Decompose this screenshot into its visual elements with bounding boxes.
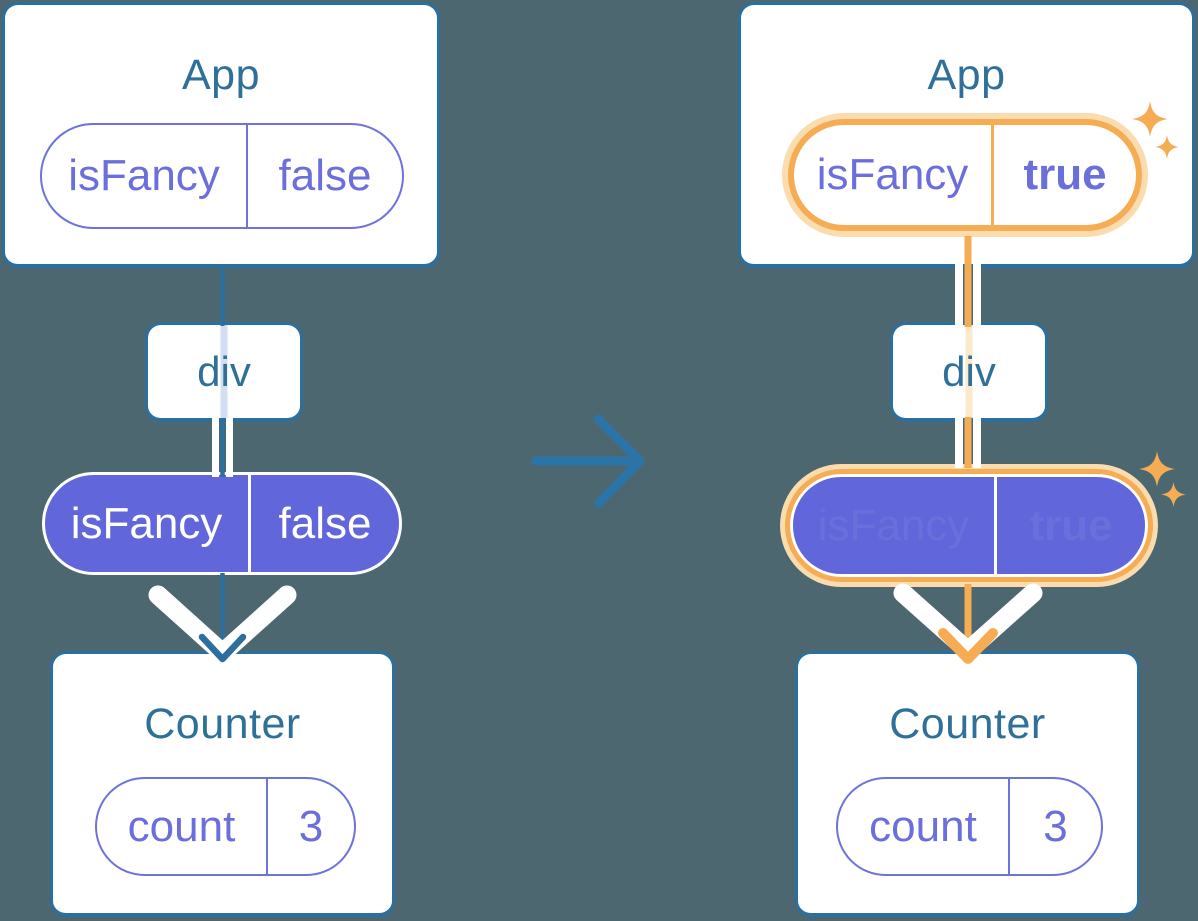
app-state-pill-before: isFancy false [40, 123, 404, 229]
state-key: count [838, 779, 1010, 874]
state-key: isFancy [794, 125, 994, 225]
prop-flow-chevron [893, 583, 1043, 661]
state-key: count [97, 779, 268, 874]
state-key: isFancy [42, 125, 248, 227]
right-arrow-icon [531, 414, 645, 508]
prop-flow-chevron [148, 585, 297, 663]
highlight-ring: isFancy true [785, 469, 1153, 582]
prop-pill-after-highlighted: isFancy true [780, 464, 1158, 587]
state-value: true [1023, 150, 1107, 199]
div-label: div [942, 347, 996, 395]
prop-value: false [278, 498, 372, 548]
sparkle-icon [1161, 482, 1186, 507]
highlight-ring: isFancy true [788, 119, 1142, 231]
sparkle-icon [1139, 451, 1175, 487]
prop-trace-line [965, 325, 973, 418]
app-box-before: App isFancy false [2, 2, 440, 268]
div-node-before: div [145, 322, 303, 422]
counter-title: Counter [889, 700, 1046, 748]
div-label: div [197, 347, 251, 395]
sparkle-icon [1155, 135, 1179, 159]
app-title: App [927, 51, 1006, 99]
app-title: App [181, 51, 260, 99]
app-state-pill-after-highlighted: isFancy true [782, 113, 1148, 237]
prop-key: isFancy [793, 477, 997, 574]
state-value: false [278, 151, 372, 200]
prop-pill: isFancy true [793, 477, 1145, 574]
arrow-head [593, 414, 645, 508]
prop-pill-before: isFancy false [42, 472, 402, 575]
counter-state-pill-before: count 3 [95, 777, 356, 876]
edges-after [893, 236, 1043, 664]
prop-trace-line [220, 325, 228, 418]
prop-value: true [1029, 500, 1113, 550]
state-value: 3 [298, 801, 324, 851]
div-node-after: div [890, 322, 1048, 422]
counter-state-pill-after: count 3 [836, 777, 1103, 876]
sparkle-icon [1132, 101, 1168, 137]
state-value: 3 [1043, 801, 1068, 851]
counter-box-before: Counter count 3 [50, 651, 395, 917]
counter-title: Counter [144, 700, 301, 748]
prop-key: isFancy [45, 475, 251, 572]
counter-box-after: Counter count 3 [795, 651, 1140, 917]
